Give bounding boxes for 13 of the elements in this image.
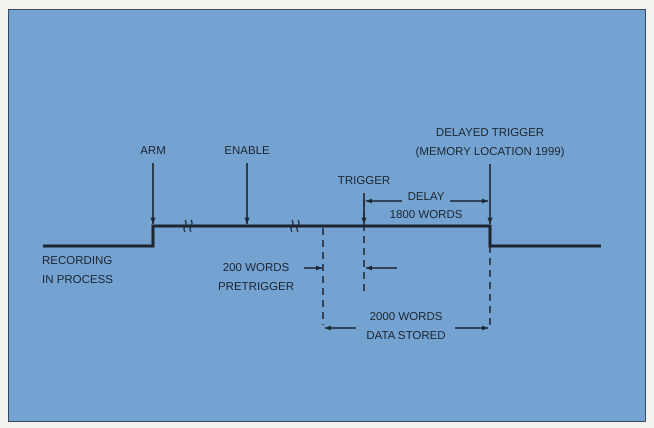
annotation-text: DELAY (406, 190, 446, 205)
annotation-text: 1800 WORDS (388, 208, 464, 223)
signal-label: DELAYED TRIGGER (MEMORY LOCATION 1999) (415, 124, 565, 162)
signal-label: TRIGGER (329, 172, 399, 191)
signal-label: ENABLE (212, 142, 282, 161)
annotation-text: RECORDING IN PROCESS (42, 254, 114, 288)
arrow (487, 164, 493, 224)
annotation-text: 200 WORDS PRETRIGGER (216, 261, 296, 295)
signal-label: ARM (128, 142, 178, 161)
arrow (150, 163, 156, 224)
arrow (361, 193, 367, 224)
arrow (244, 163, 250, 224)
annotation-text: 2000 WORDS DATA STORED (365, 310, 447, 344)
